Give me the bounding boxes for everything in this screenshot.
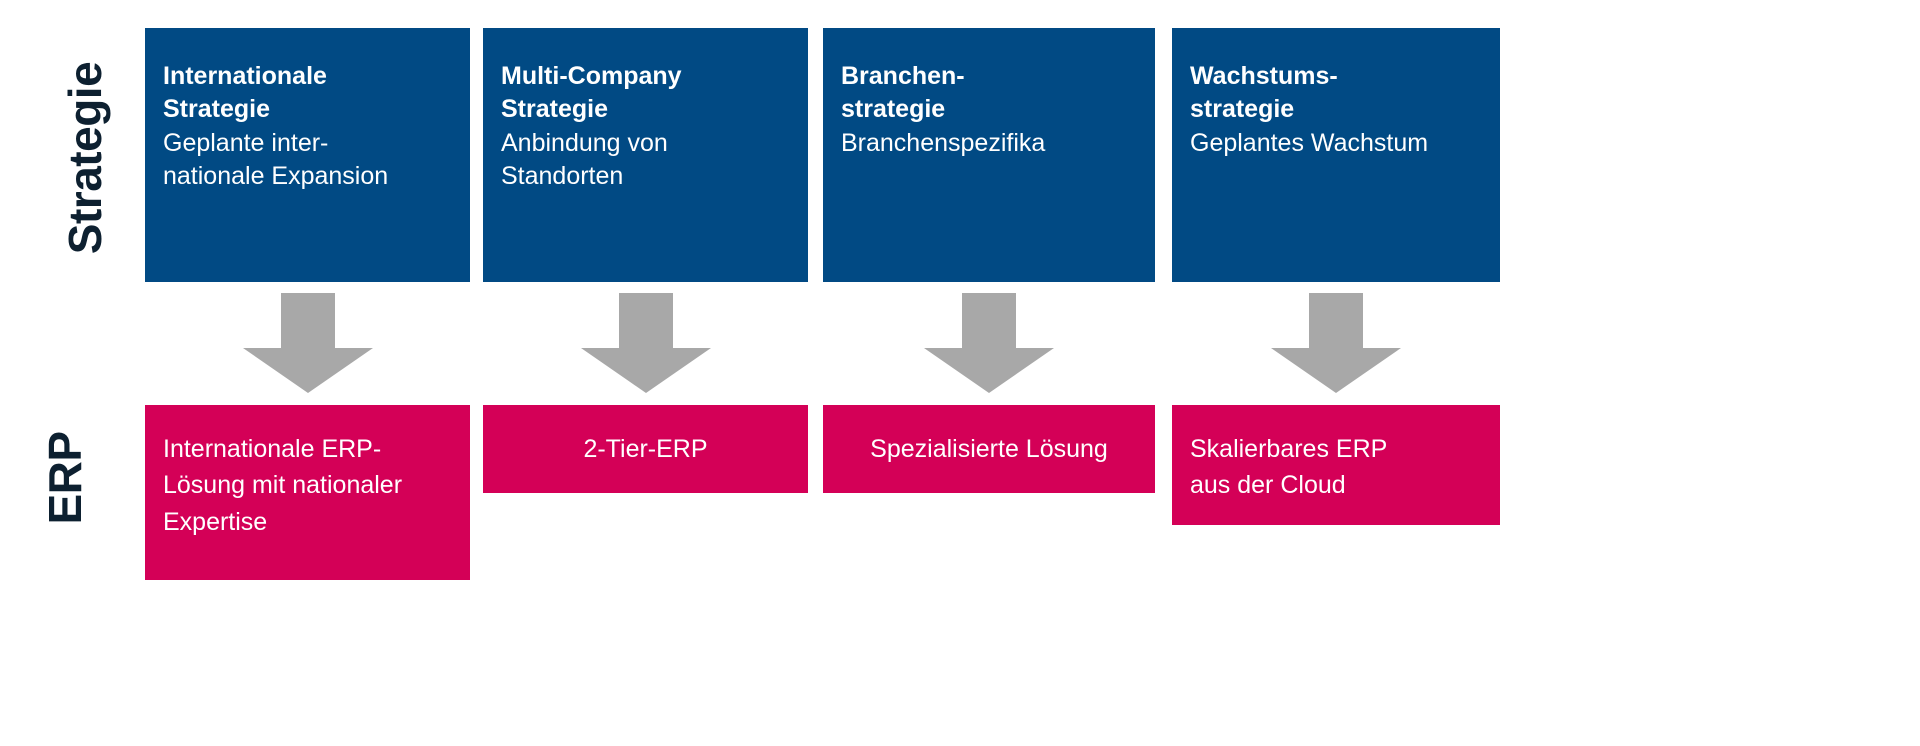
row-label-erp: ERP [39, 431, 91, 525]
strategy-desc-3: Branchenspezifika [841, 128, 1046, 157]
strategy-box-1: Internationale Strategie Geplante inter-… [145, 28, 470, 282]
strategy-title-2: Multi-Company Strategie [501, 62, 682, 124]
row-label-strategie: Strategie [59, 61, 111, 255]
down-arrow-3 [924, 293, 1054, 393]
erp-text-4: Skalierbares ERP aus der Cloud [1190, 435, 1388, 500]
down-arrow-1 [243, 293, 373, 393]
strategy-desc-4: Geplantes Wachstum [1190, 128, 1429, 157]
strategy-desc-2: Anbindung von Standorten [501, 128, 668, 190]
erp-box-2: 2-Tier-ERP [483, 405, 808, 493]
down-arrow-4 [1271, 293, 1401, 393]
down-arrow-2 [581, 293, 711, 393]
strategy-title-4: Wachstums- strategie [1190, 62, 1338, 124]
erp-text-1: Internationale ERP- Lösung mit nationale… [163, 435, 403, 536]
erp-box-4: Skalierbares ERP aus der Cloud [1172, 405, 1500, 525]
erp-text-2: 2-Tier-ERP [583, 434, 708, 463]
erp-text-3: Spezialisierte Lösung [870, 434, 1108, 463]
erp-box-3: Spezialisierte Lösung [823, 405, 1155, 493]
strategy-title-3: Branchen- strategie [841, 62, 965, 124]
strategy-desc-1: Geplante inter- nationale Expansion [163, 128, 389, 190]
strategy-title-1: Internationale Strategie [163, 62, 327, 124]
strategy-box-3: Branchen- strategie Branchenspezifika [823, 28, 1155, 282]
erp-box-1: Internationale ERP- Lösung mit nationale… [145, 405, 470, 580]
strategy-box-2: Multi-Company Strategie Anbindung von St… [483, 28, 808, 282]
strategy-box-4: Wachstums- strategie Geplantes Wachstum [1172, 28, 1500, 282]
